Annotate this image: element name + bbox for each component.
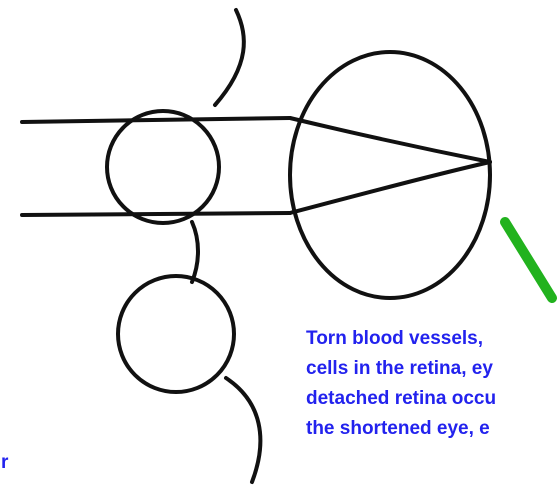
converging-ray-bottom xyxy=(290,162,490,213)
caption-line-4: the shortened eye, e xyxy=(306,418,490,439)
caption-line-1: Torn blood vessels, xyxy=(306,328,483,349)
lower-connector-curve xyxy=(226,378,260,482)
upper-connector-curve xyxy=(215,10,244,105)
lens-circle xyxy=(107,111,219,223)
caption-line-2: cells in the retina, ey xyxy=(306,358,493,379)
green-pointer-line xyxy=(505,222,552,298)
eyeball-ellipse xyxy=(290,52,490,298)
incoming-ray-top xyxy=(22,118,290,122)
caption-block: Torn blood vessels, cells in the retina,… xyxy=(306,328,496,439)
middle-connector-curve xyxy=(192,222,198,282)
incoming-ray-bottom xyxy=(22,213,290,215)
caption-line-3: detached retina occu xyxy=(306,388,496,409)
lower-circle xyxy=(118,276,234,392)
left-edge-text-fragment: r xyxy=(1,452,9,473)
converging-ray-top xyxy=(290,118,490,162)
